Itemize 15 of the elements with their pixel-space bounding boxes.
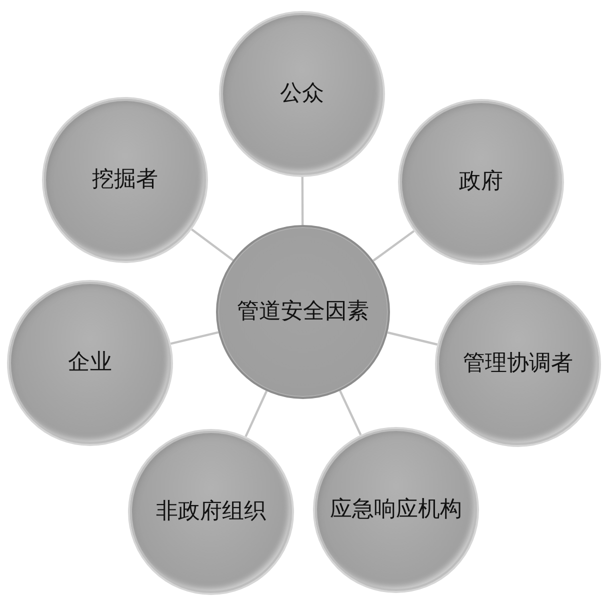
- node-label: 政府: [459, 168, 503, 196]
- connector-line: [191, 228, 234, 262]
- node-label: 管道安全因素: [237, 298, 369, 326]
- connector-line: [244, 390, 268, 438]
- node-label: 应急响应机构: [330, 496, 462, 524]
- connector-line: [301, 177, 304, 225]
- connector-line: [387, 331, 438, 346]
- node-label: 公众: [280, 80, 324, 108]
- connector-line: [339, 390, 362, 436]
- connector-line: [372, 230, 415, 262]
- node-label: 挖掘者: [92, 166, 158, 194]
- node-label: 管理协调者: [463, 350, 573, 378]
- node-label: 企业: [68, 350, 112, 376]
- node-label: 非政府组织: [156, 498, 266, 526]
- connector-line: [170, 331, 219, 345]
